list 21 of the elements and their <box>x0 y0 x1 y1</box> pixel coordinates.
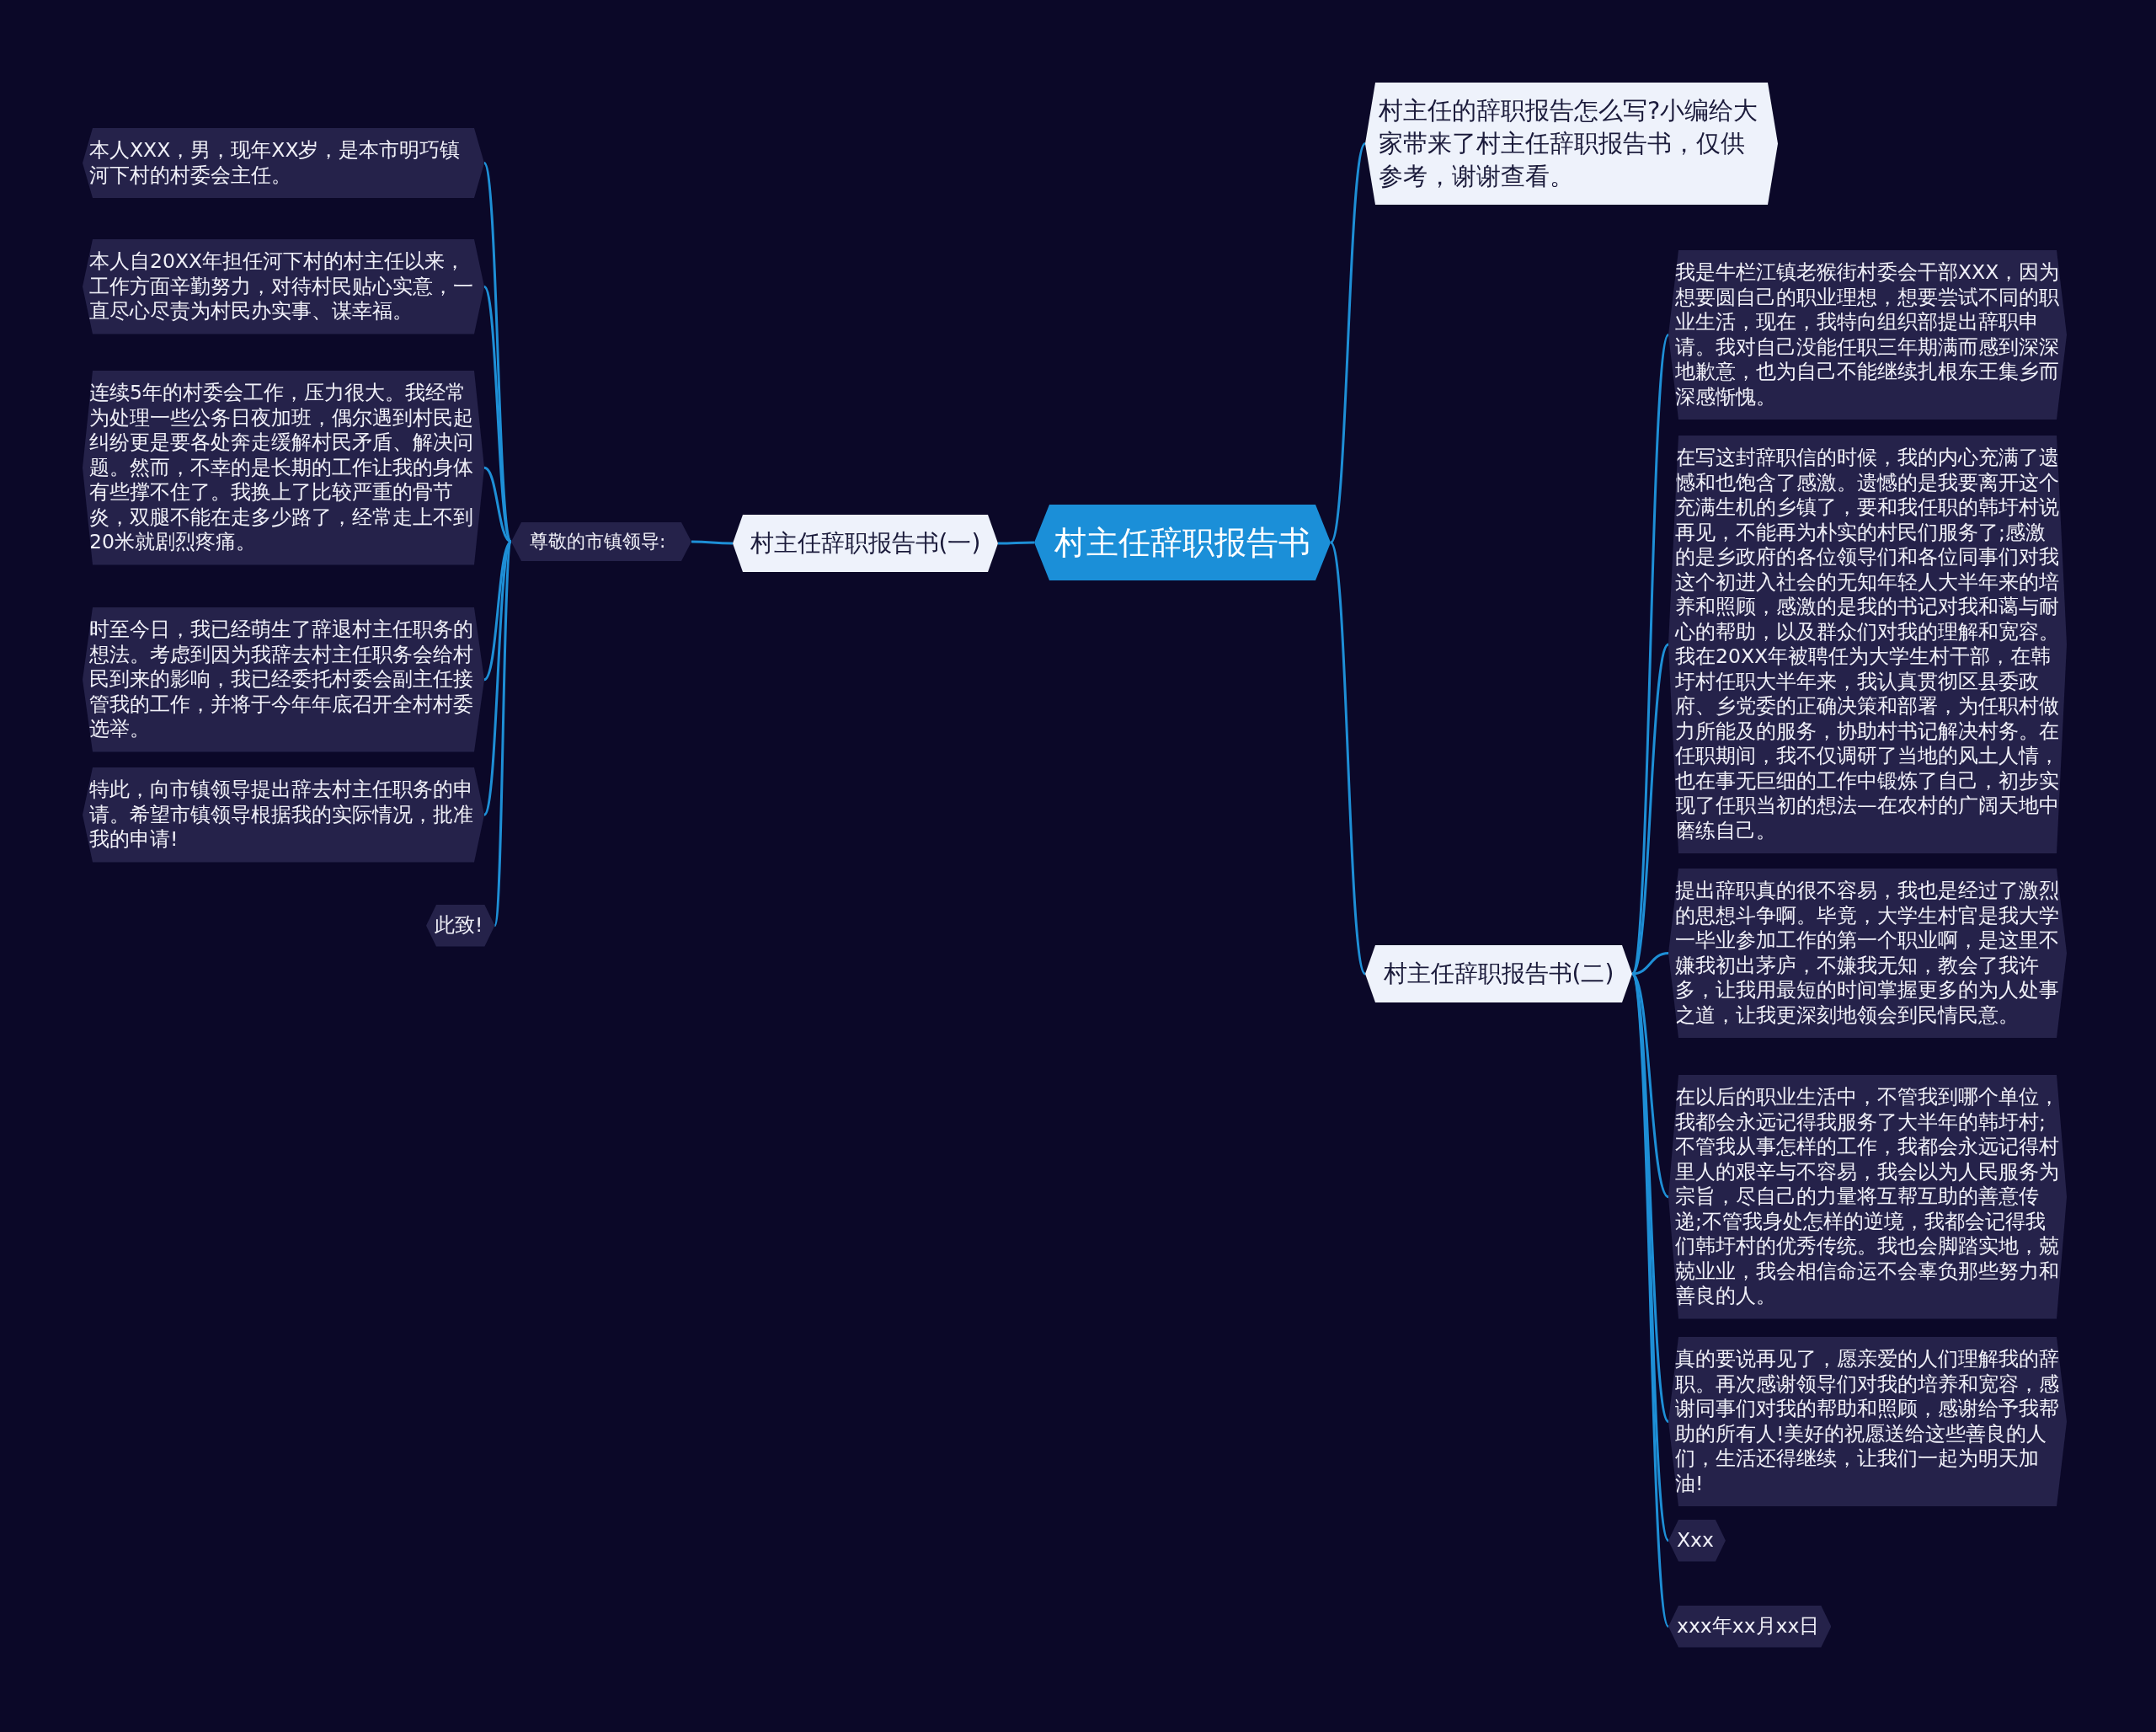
central-topic-box: 村主任辞职报告书 <box>1034 505 1331 580</box>
topic-box: 村主任辞职报告书(一) <box>733 515 998 572</box>
text-box: 提出辞职真的很不容易，我也是经过了激烈的思想斗争啊。毕竟，大学生村官是我大学一毕业参加工作的第一个职业啊，是这里不嫌我初出茅庐，不嫌我无知，教会了我许多，让我用最短的时间掌握更多的为人处事之道，让我更深刻地领会到民情民意。 <box>1668 869 2067 1038</box>
text-box: 特此，向市镇领导提出辞去村主任职务的申请。希望市镇领导根据我的实际情况，批准我的申请! <box>83 767 484 863</box>
topic-box: 村主任的辞职报告怎么写?小编给大家带来了村主任辞职报告书，仅供参考，谢谢查看。 <box>1365 83 1778 205</box>
text-box: 我是牛栏江镇老猴街村委会干部XXX，因为想要圆自己的职业理想，想要尝试不同的职业生活，现在，我特向组织部提出辞职申请。我对自己没能任职三年期满而感到深深地歉意，也为自己不能继续扎根东王集乡而深感惭愧。 <box>1668 250 2067 420</box>
text-box: 本人XXX，男，现年XX岁，是本市明巧镇河下村的村委会主任。 <box>83 128 484 198</box>
subtopic-box: 尊敬的市镇领导: <box>511 522 691 561</box>
text-box: 真的要说再见了，愿亲爱的人们理解我的辞职。再次感谢领导们对我的培养和宽容，感谢同事们对我的帮助和照顾，感谢给予我帮助的所有人!美好的祝愿送给这些善良的人们，生活还得继续，让我们一起为明天加油! <box>1668 1337 2067 1506</box>
text-box: 连续5年的村委会工作，压力很大。我经常为处理一些公务日夜加班，偶尔遇到村民起纠纷更是要各处奔走缓解村民矛盾、解决问题。然而，不幸的是长期的工作让我的身体有些撑不住了。我换上了比较严重的骨节炎，双腿不能在走多少路了，经常走上不到20米就剧烈疼痛。 <box>83 371 484 565</box>
text-box: 此致! <box>426 905 495 947</box>
topic-box: 村主任辞职报告书(二) <box>1365 945 1632 1002</box>
text-box: xxx年xx月xx日 <box>1668 1606 1832 1648</box>
text-box: 本人自20XX年担任河下村的村主任以来，工作方面辛勤努力，对待村民贴心实意，一直尽心尽责为村民办实事、谋幸福。 <box>83 239 484 334</box>
text-box: 在写这封辞职信的时候，我的内心充满了遗憾和也饱含了感激。遗憾的是我要离开这个充满生机的乡镇了，要和我任职的韩圩村说再见，不能再为朴实的村民们服务了;感激的是乡政府的各位领导们和各位同事们对我这个初进入社会的无知年轻人大半年来的培养和照顾，感激的是我的书记对我和蔼与耐心的帮助，以及群众们对我的理解和宽容。我在20XX年被聘任为大学生村干部，在韩圩村任职大半年来，我认真贯彻区县委政府、乡党委的正确决策和部署，为任职村做力所能及的服务，协助村书记解决村务。在任职期间，我不仅调研了当地的风土人情，也在事无巨细的工作中锻炼了自己，初步实现了任职当初的想法—在农村的广阔天地中磨练自己。 <box>1668 436 2067 853</box>
text-box: 在以后的职业生活中，不管我到哪个单位，我都会永远记得我服务了大半年的韩圩村;不管我从事怎样的工作，我都会永远记得村里人的艰辛与不容易，我会以为人民服务为宗旨，尽自己的力量将互帮互助的善意传递;不管我身处怎样的逆境，我都会记得我们韩圩村的优秀传统。我也会脚踏实地，兢兢业业，我会相信命运不会辜负那些努力和善良的人。 <box>1668 1075 2067 1319</box>
connector-line <box>998 541 1034 545</box>
text-box: 时至今日，我已经萌生了辞退村主任职务的想法。考虑到因为我辞去村主任职务会给村民到来的影响，我已经委托村委会副主任接管我的工作，并将于今年年底召开全村村委选举。 <box>83 607 484 752</box>
connector-line <box>691 540 733 545</box>
text-box: Xxx <box>1668 1520 1726 1562</box>
connector-line <box>483 466 512 543</box>
